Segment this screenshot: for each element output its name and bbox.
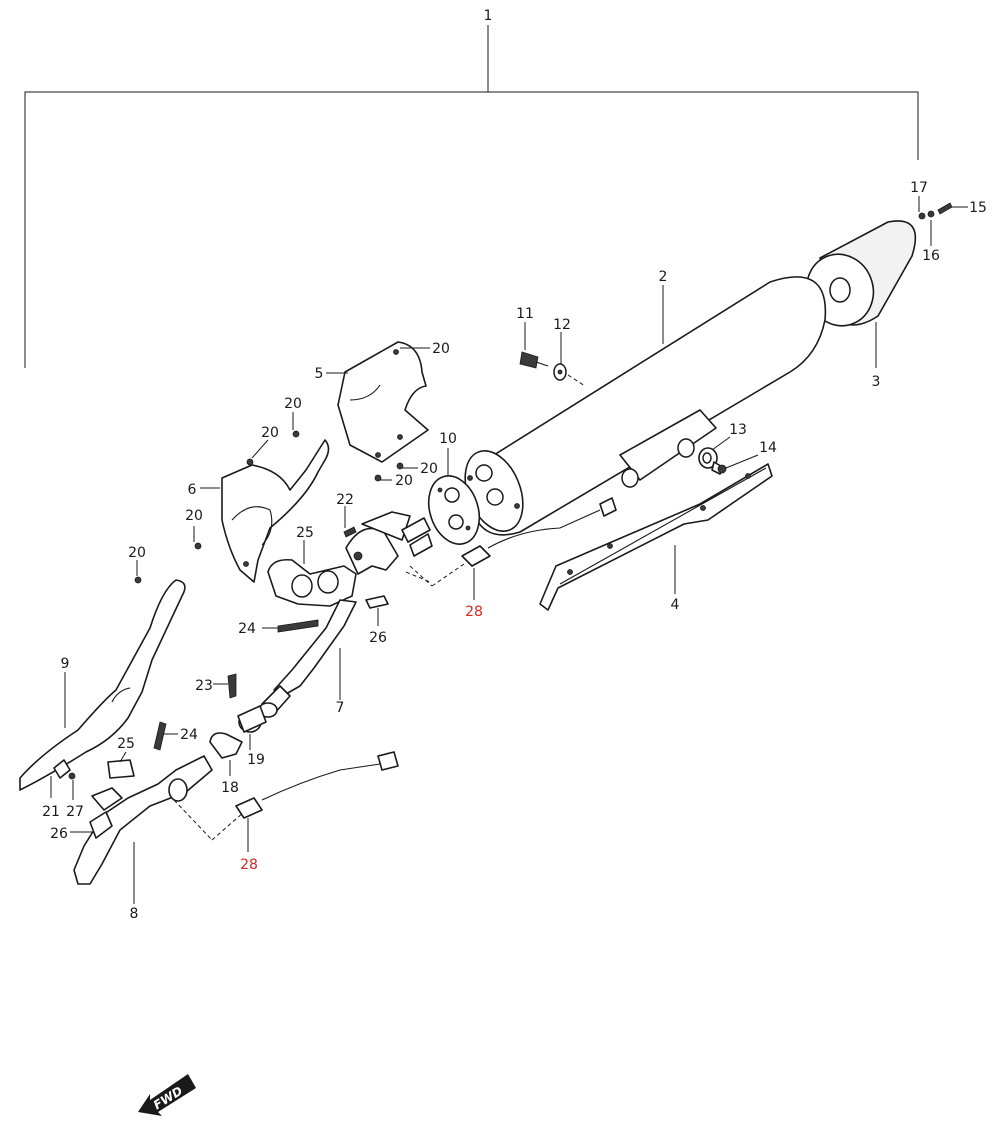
forward-direction-indicator: FWD <box>138 1074 196 1116</box>
callout-23: 23 <box>195 678 213 694</box>
callout-12: 12 <box>553 317 571 333</box>
callout-20-b: 20 <box>420 461 438 477</box>
callout-27: 27 <box>66 804 84 820</box>
rear-exhaust-pipe <box>73 673 267 885</box>
muffler-bracket <box>539 463 773 611</box>
callout-6: 6 <box>188 482 197 498</box>
oxygen-sensor-upper <box>409 497 617 587</box>
leader-lines <box>50 196 968 904</box>
callout-18: 18 <box>221 780 239 796</box>
muffler-body <box>464 276 827 536</box>
callout-20-c: 20 <box>395 473 413 489</box>
assembly-bracket <box>24 25 919 368</box>
callout-26-a: 26 <box>369 630 387 646</box>
callout-24-b: 24 <box>180 727 198 743</box>
callout-28-b: 28 <box>240 857 258 873</box>
callout-19: 19 <box>247 752 265 768</box>
callouts: 1 2 3 4 5 6 7 8 9 10 11 12 13 14 15 16 1… <box>42 8 987 922</box>
callout-13: 13 <box>729 422 747 438</box>
callout-20-a: 20 <box>432 341 450 357</box>
callout-20-e: 20 <box>261 425 279 441</box>
fwd-arrow-icon <box>138 1074 196 1116</box>
callout-20-f: 20 <box>185 508 203 524</box>
callout-1: 1 <box>484 8 493 24</box>
heat-shield-upper <box>337 341 429 482</box>
heat-shield-middle <box>194 430 330 583</box>
callout-4: 4 <box>671 597 680 613</box>
callout-10: 10 <box>439 431 457 447</box>
callout-5: 5 <box>315 366 324 382</box>
callout-20-d: 20 <box>284 396 302 412</box>
heat-shield-front <box>19 576 186 791</box>
callout-21: 21 <box>42 804 60 820</box>
callout-28-a: 28 <box>465 604 483 620</box>
callout-16: 16 <box>922 248 940 264</box>
callout-2: 2 <box>659 269 668 285</box>
callout-15: 15 <box>969 200 987 216</box>
callout-3: 3 <box>872 374 881 390</box>
front-exhaust-pipe <box>258 511 433 718</box>
callout-9: 9 <box>61 656 70 672</box>
callout-11: 11 <box>516 306 534 322</box>
callout-24-a: 24 <box>238 621 256 637</box>
callout-17: 17 <box>910 180 928 196</box>
callout-20-g: 20 <box>128 545 146 561</box>
callout-8: 8 <box>130 906 139 922</box>
callout-14: 14 <box>759 440 777 456</box>
gasket <box>427 475 481 545</box>
oxygen-sensor-lower <box>235 751 399 819</box>
callout-7: 7 <box>336 700 345 716</box>
callout-25-b: 25 <box>117 736 135 752</box>
callout-25-a: 25 <box>296 525 314 541</box>
callout-22: 22 <box>336 492 354 508</box>
callout-26-b: 26 <box>50 826 68 842</box>
